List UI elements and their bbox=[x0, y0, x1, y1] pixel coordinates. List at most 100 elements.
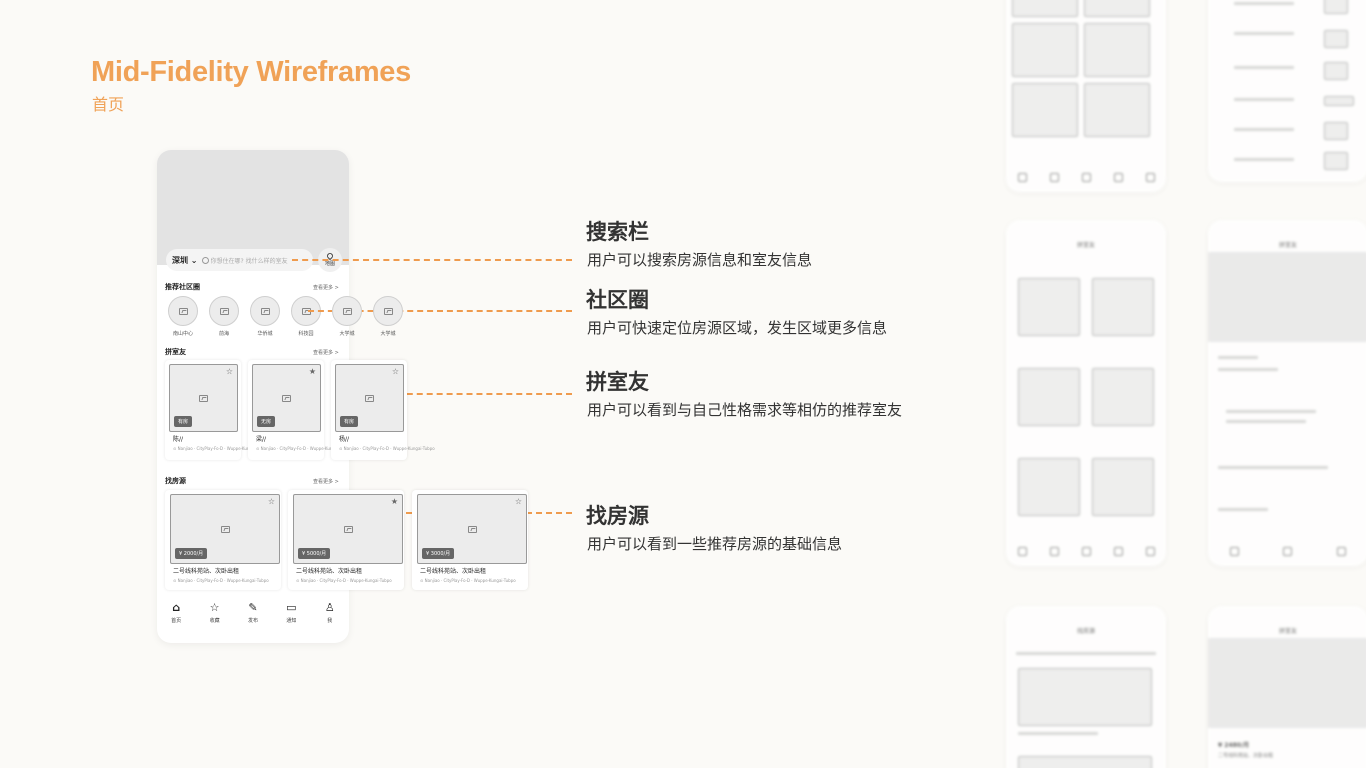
houses-more-link[interactable]: 查看更多 > bbox=[313, 479, 339, 485]
community-label: 大学城 bbox=[339, 331, 355, 337]
housing-status-tag: 有房 bbox=[174, 416, 193, 427]
tab-label: 通知 bbox=[286, 618, 297, 624]
ghost-screen-roommate-detail: 拼室友 bbox=[1208, 220, 1366, 566]
annotation-community-title: 社区圈 bbox=[586, 288, 649, 312]
star-icon[interactable]: ☆ bbox=[391, 367, 399, 376]
annotation-houses-desc: 用户可以看到一些推荐房源的基础信息 bbox=[587, 535, 843, 553]
edit-icon: ✎ bbox=[248, 601, 258, 614]
house-card[interactable]: ☆ ¥ 2000/月二号线科苑站、次卧出租 ⊙ Nanjiao · CityPlay… bbox=[165, 490, 281, 590]
ghost-roommate-list-title: 拼室友 bbox=[1076, 242, 1095, 249]
image-placeholder-icon bbox=[219, 307, 229, 315]
house-name: 二号线科苑站、次卧出租 bbox=[173, 568, 240, 575]
connector-roommates bbox=[367, 393, 572, 395]
image-placeholder-icon bbox=[383, 307, 393, 315]
image-placeholder-icon bbox=[199, 394, 208, 402]
tab-home[interactable]: ⌂ 首页 bbox=[161, 602, 191, 632]
house-card[interactable]: ☆ ¥ 3000/月二号线科苑站、次卧出租 ⊙ Nanjiao · CityPlay… bbox=[412, 490, 528, 590]
ghost-screen-house-list: 找房源 bbox=[1006, 606, 1166, 768]
community-circle[interactable] bbox=[373, 296, 403, 326]
tab-label: 发布 bbox=[247, 618, 258, 624]
community-label: 大学城 bbox=[380, 331, 396, 337]
roommates-more-link[interactable]: 查看更多 > bbox=[313, 350, 339, 356]
location-pin-icon: ⊙ bbox=[420, 578, 425, 583]
ghost-screen-roommate-list: 拼室友 bbox=[1006, 220, 1166, 566]
star-filled-icon[interactable]: ★ bbox=[390, 497, 398, 506]
house-location: ⊙ Nanjiao · CityPlay·Fo·D · Wuppe·Kungai… bbox=[420, 578, 516, 583]
house-location: ⊙ Nanjiao · CityPlay·Fo·D · Wuppe·Kungai… bbox=[173, 578, 269, 583]
roommate-location: ⊙ Nanjiao · CityPlay·Fo·D · Wuppe·Kungai… bbox=[173, 446, 269, 451]
location-pin-icon: ⊙ bbox=[173, 446, 178, 451]
house-name: 二号线科苑站、次卧出租 bbox=[420, 568, 487, 575]
ghost-house-detail-price: ¥ 2480/月 bbox=[1218, 742, 1250, 749]
ghost-screen-notifications bbox=[1208, 0, 1366, 182]
house-photo: ★ ¥ 5000/月 bbox=[293, 494, 403, 564]
star-icon[interactable]: ☆ bbox=[267, 497, 275, 506]
community-circle[interactable] bbox=[332, 296, 362, 326]
annotation-search-desc: 用户可以搜索房源信息和室友信息 bbox=[587, 251, 813, 269]
community-circle[interactable] bbox=[209, 296, 239, 326]
tab-label: 我 bbox=[327, 618, 333, 624]
location-pin-icon: ⊙ bbox=[173, 578, 178, 583]
roommate-name: 陈// bbox=[173, 436, 184, 443]
ghost-screen-house-detail: 拼室友 ¥ 2480/月 二号线科苑站、次卧出租 bbox=[1208, 606, 1366, 768]
ghost-house-list-title: 找房源 bbox=[1076, 628, 1095, 635]
housing-status-tag: 无房 bbox=[257, 416, 276, 427]
search-bar[interactable]: 深圳 ⌄ 你想住在哪? 找什么样的室友 bbox=[166, 249, 313, 271]
tab-edit[interactable]: ✎ 发布 bbox=[238, 602, 268, 632]
roommates-title: 拼室友 bbox=[165, 348, 186, 356]
housing-status-tag: 有房 bbox=[340, 416, 359, 427]
roommate-location: ⊙ Nanjiao · CityPlay·Fo·D · Wuppe·Kungai… bbox=[339, 446, 435, 451]
price-tag: ¥ 5000/月 bbox=[298, 548, 331, 559]
roommate-card[interactable]: ☆ 有房杨// ⊙ Nanjiao · CityPlay·Fo·D · Wuppe·… bbox=[331, 360, 435, 460]
tab-label: 收藏 bbox=[209, 618, 220, 624]
roommate-name: 杨// bbox=[339, 436, 350, 443]
community-label: 前海 bbox=[218, 331, 229, 337]
ghost-screen-community bbox=[1006, 0, 1166, 192]
house-name: 二号线科苑站、次卧出租 bbox=[296, 568, 363, 575]
search-icon bbox=[201, 256, 209, 264]
house-card[interactable]: ★ ¥ 5000/月二号线科苑站、次卧出租 ⊙ Nanjiao · CityPlay… bbox=[288, 490, 404, 590]
star-icon[interactable]: ☆ bbox=[225, 367, 233, 376]
roommate-card[interactable]: ★ 无房梁// ⊙ Nanjiao · CityPlay·Fo·D · Wuppe·… bbox=[248, 360, 352, 460]
tab-label: 首页 bbox=[171, 618, 182, 624]
city-selector[interactable]: 深圳 ⌄ bbox=[172, 255, 198, 265]
star-icon: ☆ bbox=[209, 601, 220, 614]
community-more-link[interactable]: 查看更多 > bbox=[313, 285, 339, 291]
image-placeholder-icon bbox=[220, 525, 230, 533]
image-placeholder-icon bbox=[260, 307, 270, 315]
image-placeholder-icon bbox=[467, 525, 477, 533]
tab-user[interactable]: ♙我 bbox=[315, 602, 345, 632]
roommate-location: ⊙ Nanjiao · CityPlay·Fo·D · Wuppe·Kungai… bbox=[256, 446, 352, 451]
house-location: ⊙ Nanjiao · CityPlay·Fo·D · Wuppe·Kungai… bbox=[296, 578, 392, 583]
image-placeholder-icon bbox=[343, 525, 353, 533]
ghost-house-detail-name: 二号线科苑站、次卧出租 bbox=[1218, 753, 1274, 759]
image-placeholder-icon bbox=[178, 307, 188, 315]
tab-star[interactable]: ☆ 收藏 bbox=[200, 602, 230, 632]
annotation-search-title: 搜索栏 bbox=[586, 220, 649, 244]
star-icon[interactable]: ☆ bbox=[514, 497, 522, 506]
price-tag: ¥ 3000/月 bbox=[422, 548, 455, 559]
community-label: 南山中心 bbox=[172, 331, 193, 337]
annotation-roommates-title: 拼室友 bbox=[586, 370, 649, 394]
map-label: 地图 bbox=[324, 261, 335, 267]
ghost-house-detail-title: 拼室友 bbox=[1278, 628, 1297, 635]
chevron-down-icon: ⌄ bbox=[190, 255, 198, 265]
house-photo: ☆ ¥ 2000/月 bbox=[170, 494, 280, 564]
price-tag: ¥ 2000/月 bbox=[175, 548, 208, 559]
community-circle[interactable] bbox=[168, 296, 198, 326]
annotation-community-desc: 用户可快速定位房源区域，发生区域更多信息 bbox=[587, 319, 888, 337]
location-pin-icon: ⊙ bbox=[296, 578, 301, 583]
roommate-photo: ★ 无房 bbox=[252, 364, 321, 432]
search-placeholder: 你想住在哪? 找什么样的室友 bbox=[210, 257, 288, 265]
inbox-icon: ▭ bbox=[286, 601, 297, 614]
annotation-houses-title: 找房源 bbox=[586, 504, 649, 528]
connector-search bbox=[292, 259, 572, 261]
tab-inbox[interactable]: ▭ 通知 bbox=[276, 602, 306, 632]
image-placeholder-icon bbox=[365, 394, 374, 402]
community-label: 科技园 bbox=[298, 331, 314, 337]
roommate-name: 梁// bbox=[256, 436, 267, 443]
community-circle[interactable] bbox=[250, 296, 280, 326]
roommate-card[interactable]: ☆ 有房陈// ⊙ Nanjiao · CityPlay·Fo·D · Wuppe·… bbox=[165, 360, 269, 460]
home-icon: ⌂ bbox=[172, 601, 181, 614]
star-filled-icon[interactable]: ★ bbox=[308, 367, 316, 376]
